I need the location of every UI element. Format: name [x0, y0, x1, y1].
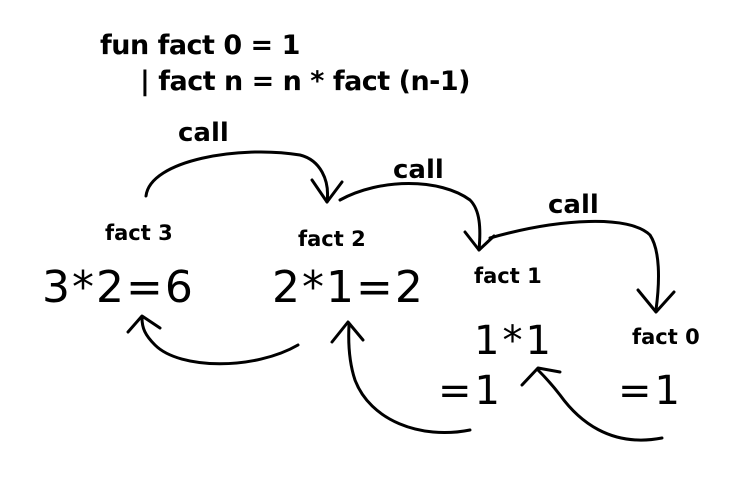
return-arrow-fact0-to-fact1 [536, 368, 664, 442]
frame-expr-fact3: 3*2=6 [42, 262, 195, 313]
call-arrow-fact2-to-fact1 [338, 182, 482, 252]
frame-expr-fact1: 1*1 [474, 318, 554, 364]
call-arrow-fact3-to-fact2-head [310, 178, 344, 204]
call-label-3: call [548, 190, 599, 220]
call-arrow-fact1-to-fact0 [488, 219, 660, 312]
return-arrow-fact1-to-fact2 [347, 323, 472, 435]
return-arrow-fact2-to-fact3-head [126, 314, 162, 334]
frame-label-fact1: fact 1 [474, 264, 542, 288]
return-arrow-fact2-to-fact3 [140, 316, 300, 366]
call-label-1: call [178, 118, 229, 148]
frame-label-fact0: fact 0 [632, 325, 700, 349]
call-arrow-fact3-to-fact2 [144, 150, 330, 204]
frame-result-fact1: =1 [438, 368, 503, 414]
frame-result-fact0: =1 [618, 368, 683, 414]
code-line-2: | fact n = n * fact (n-1) [140, 66, 471, 97]
return-arrow-fact0-to-fact1-head [520, 366, 562, 387]
frame-label-fact2: fact 2 [298, 227, 366, 251]
code-line-1: fun fact 0 = 1 [100, 30, 300, 61]
call-arrow-fact1-to-fact0-head [636, 288, 676, 314]
return-arrow-fact1-to-fact2-head [330, 320, 365, 344]
frame-expr-fact2: 2*1=2 [272, 262, 425, 313]
frame-label-fact3: fact 3 [105, 221, 173, 245]
call-label-2: call [393, 155, 444, 185]
call-arrow-fact2-to-fact1-head [463, 230, 496, 252]
